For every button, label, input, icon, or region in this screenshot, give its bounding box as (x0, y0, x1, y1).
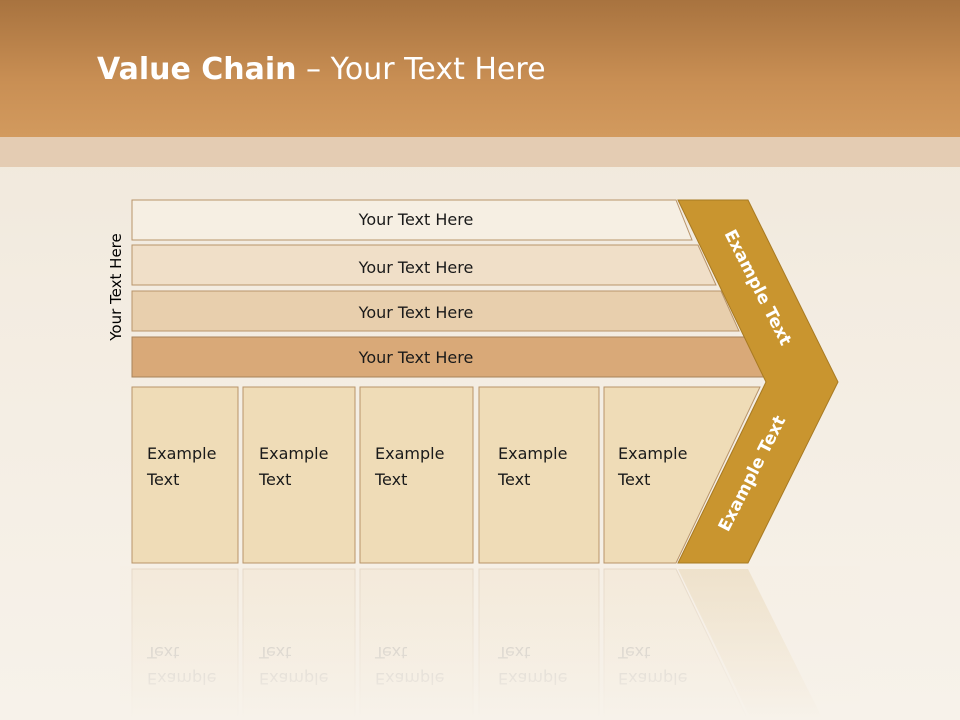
bar-3-shape (131, 290, 740, 332)
column-4-line1: Example (498, 444, 567, 463)
bar-2-shape (131, 244, 717, 286)
column-5-line2: Text (617, 470, 650, 489)
column-2-line1: Example (259, 444, 328, 463)
column-5-line1: Example (618, 444, 687, 463)
column-1: Example Text (131, 386, 239, 564)
bar-1: Your Text Here (131, 199, 693, 241)
bar-1-shape (131, 199, 693, 241)
chevron-shape (677, 199, 839, 564)
column-1-line1: Example (147, 444, 216, 463)
title-bold: Value Chain (97, 52, 297, 87)
side-label: Your Text Here (107, 233, 125, 341)
column-1-shape (131, 386, 239, 564)
bar-1-label: Your Text Here (358, 210, 474, 229)
column-4-shape (478, 386, 600, 564)
bar-4: Your Text Here (131, 336, 765, 378)
column-4-line2: Text (497, 470, 530, 489)
bar-2-label: Your Text Here (358, 258, 474, 277)
column-2-line2: Text (258, 470, 291, 489)
bar-4-label: Your Text Here (358, 348, 474, 367)
column-3: Example Text (359, 386, 474, 564)
bar-3-label: Your Text Here (358, 303, 474, 322)
bar-3: Your Text Here (131, 290, 740, 332)
column-4: Example Text (478, 386, 600, 564)
column-5: Example Text (603, 386, 761, 564)
slide-title: Value Chain – Your Text Here (97, 52, 546, 87)
column-3-shape (359, 386, 474, 564)
bar-2: Your Text Here (131, 244, 717, 286)
title-rest: – Your Text Here (296, 52, 546, 87)
column-3-line2: Text (374, 470, 407, 489)
column-2-shape (242, 386, 356, 564)
column-2: Example Text (242, 386, 356, 564)
column-1-line2: Text (146, 470, 179, 489)
column-5-shape (603, 386, 761, 564)
column-3-line1: Example (375, 444, 444, 463)
reflection-fade (120, 566, 860, 720)
title-bar (0, 0, 960, 137)
title-strip (0, 137, 960, 167)
